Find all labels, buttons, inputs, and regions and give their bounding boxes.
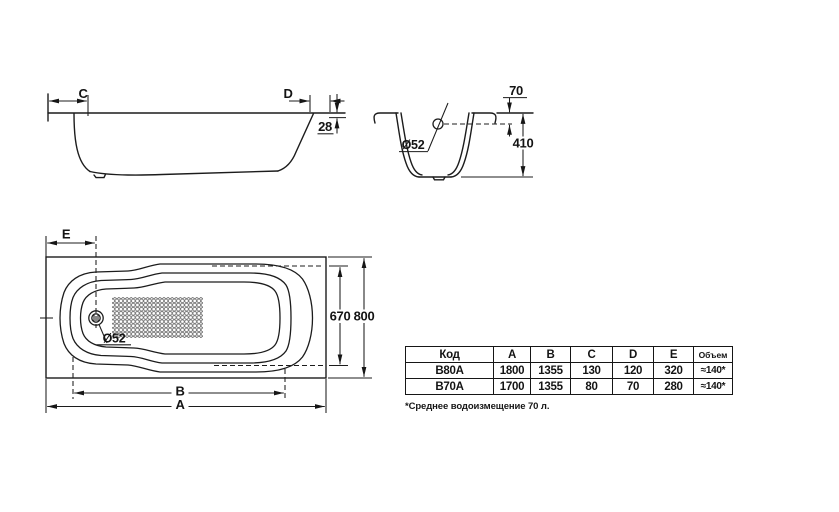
table-header-row: Код A B C D E Объем: [405, 346, 733, 363]
table-header-a: A: [493, 346, 531, 363]
overflow-leader-line: [427, 102, 449, 152]
table-cell-code: B80A: [405, 362, 494, 379]
overflow-hole: [432, 118, 444, 130]
footnote: *Среднее водоизмещение 70 л.: [405, 401, 550, 412]
table-cell: 120: [612, 362, 654, 379]
table-cell-code: B70A: [405, 378, 494, 395]
table-cell-volume: ≈140*: [693, 362, 733, 379]
table-cell: 320: [653, 362, 694, 379]
plan-view: E Ø52 670 800 B: [40, 227, 375, 413]
dim-label-d: D: [283, 86, 292, 101]
table-header-code: Код: [405, 346, 494, 363]
table-cell: 80: [570, 378, 613, 395]
end-view: Ø52 70 410: [373, 83, 537, 181]
table-cell: 1700: [493, 378, 531, 395]
table-cell: 1355: [530, 378, 571, 395]
table-header-volume: Объем: [693, 346, 733, 363]
table-row: B70A 1700 1355 80 70 280 ≈140*: [405, 378, 733, 395]
table-header-c: C: [570, 346, 613, 363]
dim-label-670: 670: [330, 309, 351, 324]
dim-label-28: 28: [318, 119, 332, 134]
tub-outer-contour: [59, 263, 314, 373]
table-cell: 130: [570, 362, 613, 379]
table-row: B80A 1800 1355 130 120 320 ≈140*: [405, 362, 733, 379]
table-cell: 1355: [530, 362, 571, 379]
drain-leader-line: [98, 324, 108, 344]
dim-label-drain-diameter: Ø52: [103, 332, 126, 346]
spec-table: Код A B C D E Объем B80A 1800 1355 130 1…: [405, 346, 733, 395]
dim-label-b: B: [175, 384, 184, 399]
dim-label-c: C: [78, 86, 88, 101]
table-cell: 280: [653, 378, 694, 395]
dim-label-e: E: [62, 227, 71, 242]
tub-middle-contour: [69, 272, 292, 364]
table-cell: 70: [612, 378, 654, 395]
dim-label-70: 70: [509, 83, 523, 98]
table-header-e: E: [653, 346, 694, 363]
dim-label-800: 800: [354, 309, 375, 324]
drain-circle: [88, 310, 104, 326]
antislip-pattern: [112, 297, 203, 338]
dim-label-a: A: [175, 397, 185, 412]
table-cell: 1800: [493, 362, 531, 379]
side-view: C D 28: [47, 86, 346, 179]
dim-label-410: 410: [513, 136, 534, 151]
dim-label-overflow-diameter: Ø52: [402, 138, 425, 152]
table-header-b: B: [530, 346, 571, 363]
table-cell-volume: ≈140*: [693, 378, 733, 395]
tub-inner-contour: [79, 281, 281, 355]
table-header-d: D: [612, 346, 654, 363]
